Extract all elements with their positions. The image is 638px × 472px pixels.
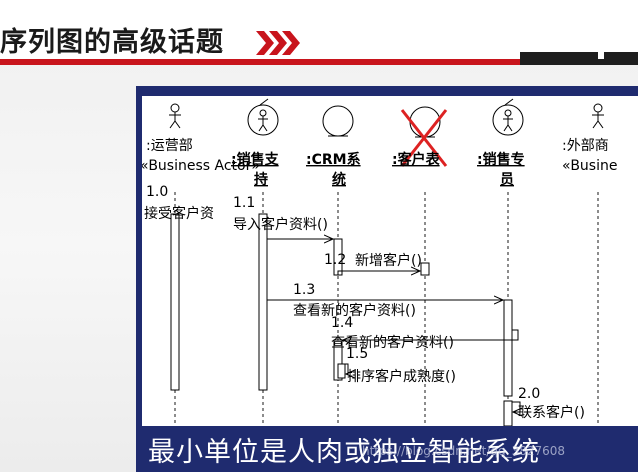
slide-title: 序列图的高级话题 [0, 27, 224, 58]
lifeline-sales-support-name: :销售支 [231, 151, 280, 168]
deleted-x-icon [400, 109, 448, 167]
lifeline-customer-table-name: :客户表 [392, 151, 441, 168]
watermark: https://blog.csdn.net/qq_3827608 [362, 444, 566, 458]
decor-block-left [520, 52, 598, 60]
caption-text: 最小单位是人肉或独立智能系统 [148, 437, 540, 468]
lifeline-sales-support-name-2: 持 [254, 171, 268, 188]
business-worker-icon [247, 98, 279, 136]
message-arrow-1-2 [337, 271, 420, 275]
message-number: 1.1 [233, 195, 255, 211]
message-arrow-1-5 [342, 363, 348, 374]
message-label: 接受客户资 [144, 205, 214, 222]
message-label: 联系客户() [518, 404, 585, 421]
caption-bar: 最小单位是人肉或独立智能系统 [142, 426, 638, 468]
message-number: 1.2 [324, 252, 346, 268]
activation-crm-nested [337, 363, 346, 379]
decor-block-right [604, 52, 638, 60]
title-band [0, 0, 638, 60]
lifeline-crm-name: :CRM系 [306, 151, 361, 168]
message-number: 1.5 [346, 346, 368, 362]
title-underline-dark [520, 59, 638, 65]
lifeline-ops-name: :运营部 [146, 138, 193, 154]
message-number: 1.3 [293, 282, 315, 298]
activation-sales-rep-2 [503, 400, 513, 426]
lifeline-sales-rep-name-2: 员 [500, 172, 514, 188]
message-label: 新增客户() [355, 252, 422, 269]
lifeline-external-name: :外部商 [562, 138, 609, 154]
message-label: 查看新的客户资料() [293, 302, 416, 319]
business-worker-icon [492, 98, 524, 136]
message-label: 排序客户成熟度() [347, 368, 456, 385]
activation-customer-table [420, 262, 430, 276]
activation-sales-support [258, 213, 268, 391]
title-underline [0, 59, 638, 65]
activation-crm-2 [333, 339, 343, 381]
message-number: 1.4 [331, 315, 353, 331]
lifeline-sales-rep-name: :销售专 [477, 151, 525, 168]
sequence-diagram: :运营部 «Business Actor» :销售支 持 :CRM系 统 :客户… [142, 96, 638, 426]
lifeline-ops-stereotype: «Business Actor» [142, 158, 260, 174]
activation-ops [170, 213, 180, 391]
message-number: 2.0 [518, 386, 540, 402]
message-number: 1.0 [146, 184, 168, 200]
actor-icon [592, 103, 604, 129]
lifeline-external-stereotype: «Busine [562, 158, 617, 174]
message-arrow-1-4 [343, 329, 519, 340]
double-chevron-icon [256, 31, 300, 55]
message-arrow-2-0 [512, 401, 520, 412]
lifeline-crm-name-2: 统 [332, 171, 346, 188]
entity-icon [322, 105, 354, 137]
message-label: 导入客户资料() [233, 216, 328, 233]
activation-sales-rep [503, 299, 513, 397]
actor-icon [169, 103, 181, 129]
message-label: 查看新的客户资料() [331, 334, 454, 351]
